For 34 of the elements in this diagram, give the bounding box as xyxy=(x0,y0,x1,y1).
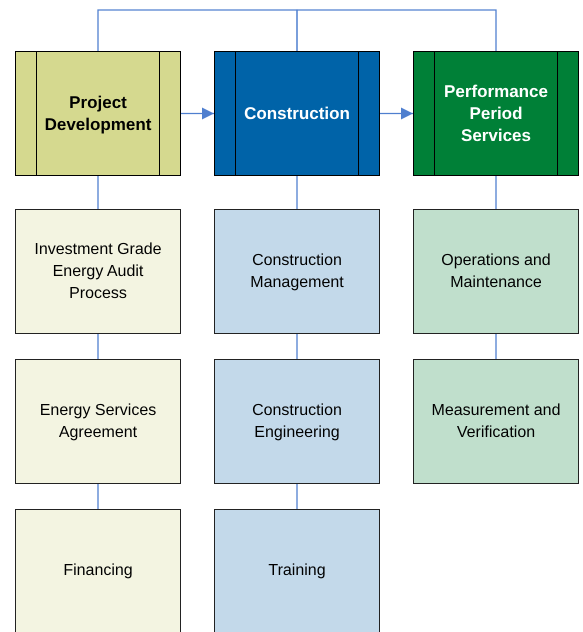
connector-line xyxy=(296,334,298,359)
process-box xyxy=(413,209,579,334)
step-label: Operations and Maintenance xyxy=(440,250,552,292)
process-box xyxy=(15,359,181,484)
phase-box xyxy=(15,51,181,176)
connector-line xyxy=(97,9,298,51)
phase-title: Performance Period Services xyxy=(443,80,549,146)
process-box xyxy=(15,509,181,632)
step-label: Construction Engineering xyxy=(251,400,343,442)
connector-line xyxy=(495,176,497,209)
step-label: Financing xyxy=(62,561,134,581)
phase-title: Construction xyxy=(244,102,350,124)
phase-box xyxy=(214,51,380,176)
connector-line xyxy=(296,484,298,509)
process-box xyxy=(214,209,380,334)
arrow xyxy=(380,108,413,120)
connector-line xyxy=(296,9,497,51)
step-label: Measurement and Verification xyxy=(430,400,562,442)
process-box xyxy=(413,359,579,484)
process-box xyxy=(214,509,380,632)
arrow xyxy=(181,108,214,120)
connector-line xyxy=(495,334,497,359)
phase-box xyxy=(413,51,579,176)
phase-title: Project Development xyxy=(44,92,152,136)
process-box xyxy=(214,359,380,484)
connector-line xyxy=(97,176,99,209)
step-label: Construction Management xyxy=(249,250,345,292)
process-box xyxy=(15,209,181,334)
connector-line xyxy=(97,484,99,509)
step-label: Training xyxy=(267,561,327,581)
step-label: Investment Grade Energy Audit Process xyxy=(33,240,163,304)
connector-line xyxy=(97,334,99,359)
connector-line xyxy=(296,176,298,209)
step-label: Energy Services Agreement xyxy=(38,400,158,442)
